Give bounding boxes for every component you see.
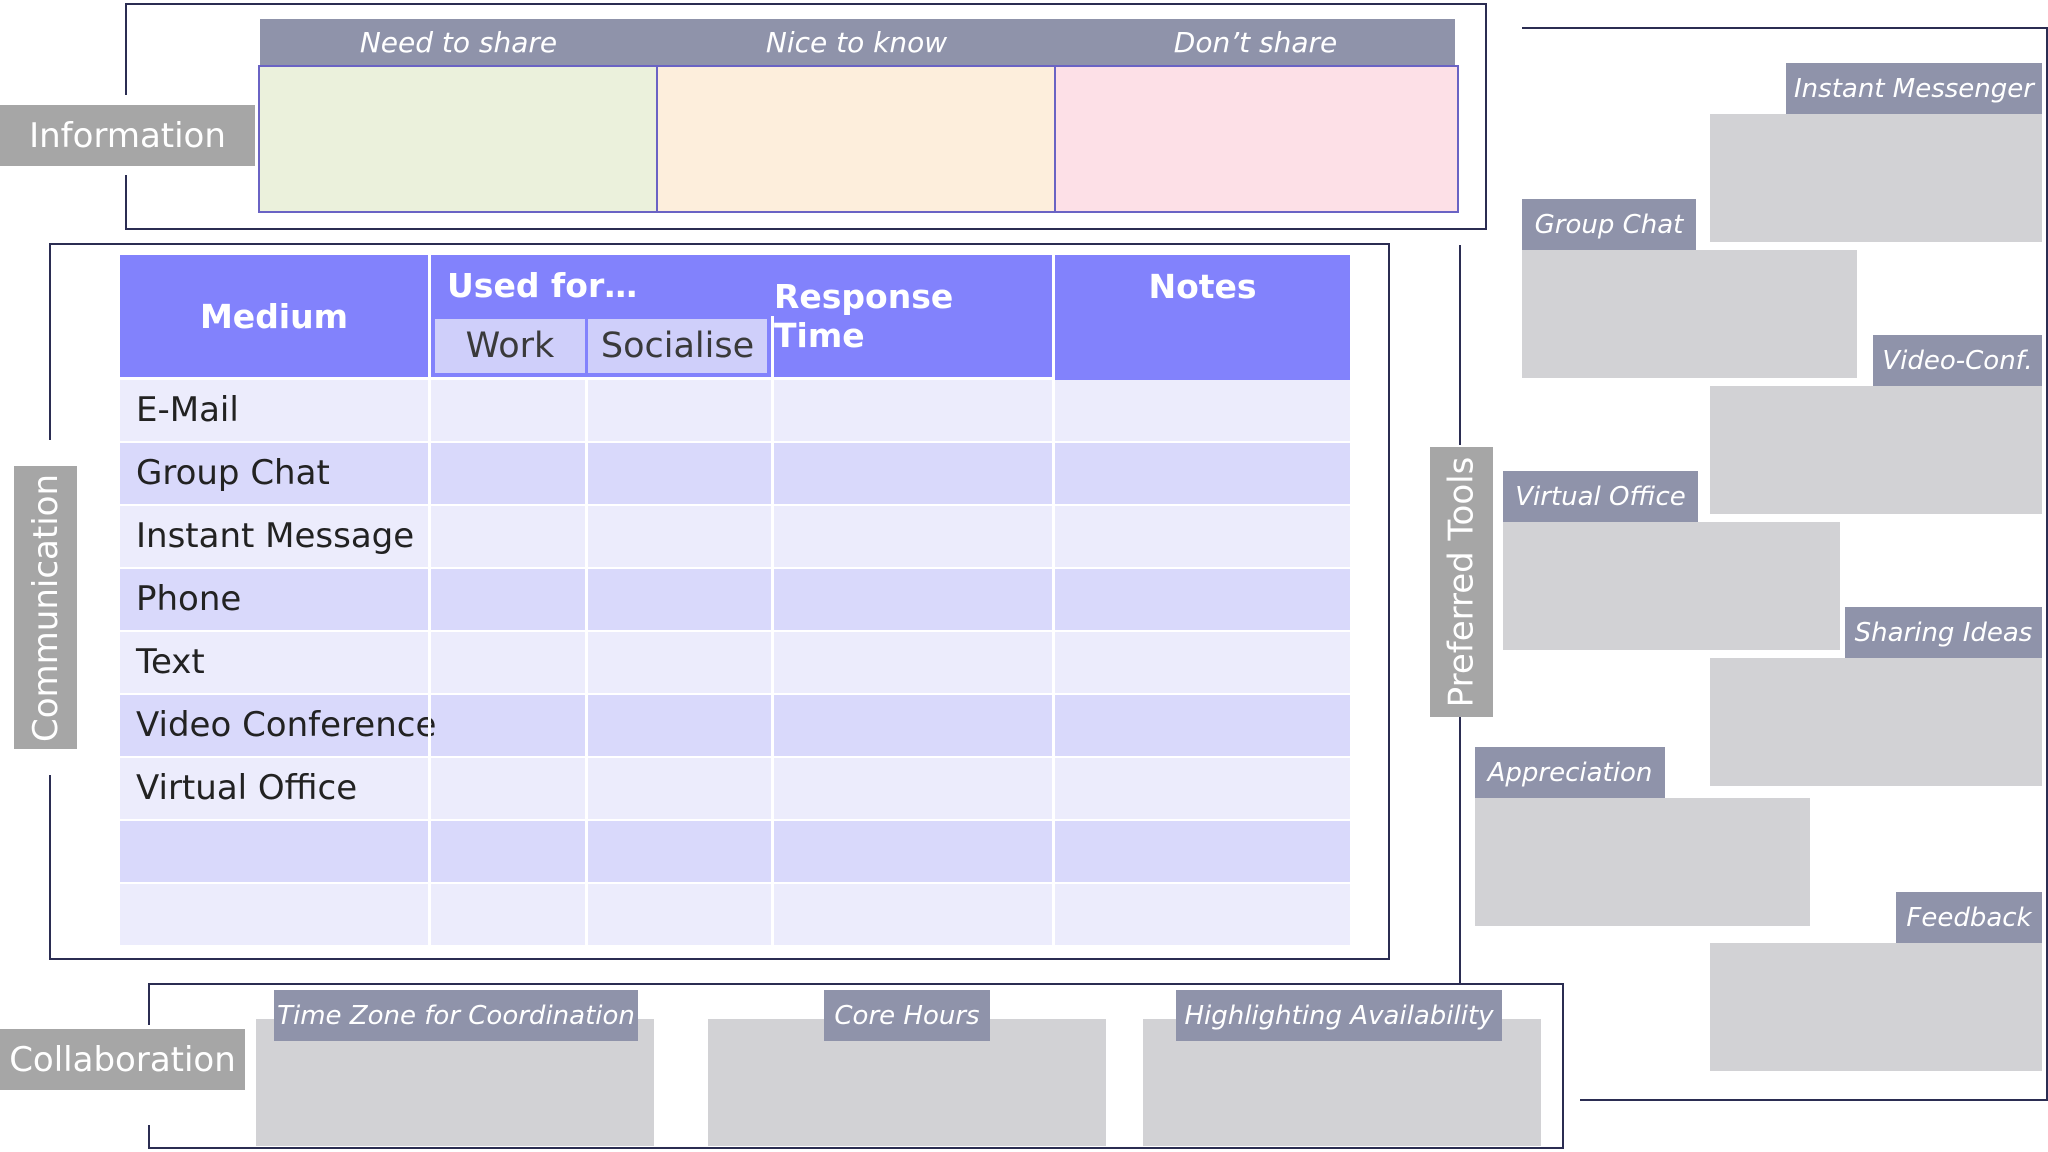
header-notes: Notes <box>1055 255 1350 389</box>
tool-tab-virtual-office: Virtual Office <box>1503 471 1698 522</box>
collab-tab-time-zone: Time Zone for Coordination <box>274 990 638 1041</box>
row-label: E-Mail <box>136 390 239 430</box>
tool-tab-text: Instant Messenger <box>1794 73 2034 104</box>
table-row: Instant Message <box>120 506 1350 567</box>
tools-frame-left-upper <box>1459 245 1461 445</box>
row-label: Virtual Office <box>136 768 358 808</box>
tools-frame-bottom <box>1580 1099 2048 1101</box>
info-cell-dont[interactable] <box>1054 65 1459 213</box>
header-used-for: Used for… <box>431 255 787 316</box>
table-row: Group Chat <box>120 443 1350 504</box>
row-label: Group Chat <box>136 453 330 493</box>
collab-tab-core-hours: Core Hours <box>824 990 990 1041</box>
header-work: Work <box>435 319 585 373</box>
collaboration-label: Collaboration <box>0 1029 245 1090</box>
tool-tab-text: Feedback <box>1906 902 2032 933</box>
table-row: Text <box>120 632 1350 693</box>
table-row: E-Mail <box>120 380 1350 441</box>
info-cell-need[interactable] <box>258 65 662 213</box>
column-divider <box>585 380 588 945</box>
information-label-text: Information <box>29 115 226 156</box>
table-row <box>120 821 1350 882</box>
tool-tab-appreciation: Appreciation <box>1475 747 1665 798</box>
collab-tab-text: Time Zone for Coordination <box>277 1000 635 1031</box>
tool-tab-group-chat: Group Chat <box>1522 199 1696 250</box>
info-header-need: Need to share <box>260 19 659 65</box>
tool-tab-feedback: Feedback <box>1896 892 2042 943</box>
table-row <box>120 884 1350 945</box>
header-medium: Medium <box>120 255 428 377</box>
tools-frame-right <box>2046 27 2048 1101</box>
header-socialise: Socialise <box>588 319 767 373</box>
info-header-nice-text: Nice to know <box>765 25 948 59</box>
tool-box-video-conf[interactable] <box>1710 386 2042 514</box>
header-used-for-text: Used for… <box>447 266 638 305</box>
column-divider <box>771 380 774 945</box>
tool-tab-instant-messenger: Instant Messenger <box>1786 63 2042 114</box>
collab-tab-text: Core Hours <box>834 1000 980 1031</box>
header-socialise-text: Socialise <box>600 326 755 366</box>
tool-tab-text: Virtual Office <box>1515 481 1686 512</box>
tool-tab-sharing-ideas: Sharing Ideas <box>1845 607 2042 658</box>
column-divider <box>1052 380 1055 945</box>
table-row: Video Conference <box>120 695 1350 756</box>
tool-box-instant-messenger[interactable] <box>1710 114 2042 242</box>
communication-label: Communication <box>14 466 77 749</box>
tool-box-group-chat[interactable] <box>1522 250 1857 378</box>
header-work-text: Work <box>465 326 555 366</box>
tools-frame-top <box>1522 27 2048 29</box>
header-notes-text: Notes <box>1148 267 1257 306</box>
communication-label-text: Communication <box>25 473 66 742</box>
tool-box-sharing-ideas[interactable] <box>1710 658 2042 786</box>
tool-box-feedback[interactable] <box>1710 943 2042 1071</box>
tool-tab-text: Group Chat <box>1534 209 1684 240</box>
row-label: Phone <box>136 579 242 619</box>
preferred-tools-label-text: Preferred Tools <box>1441 456 1482 708</box>
collab-tab-text: Highlighting Availability <box>1184 1000 1494 1031</box>
header-response-time-text: Response Time <box>774 277 954 355</box>
info-cell-nice[interactable] <box>656 65 1060 213</box>
column-divider <box>428 380 431 945</box>
header-medium-text: Medium <box>199 296 349 336</box>
collab-tab-availability: Highlighting Availability <box>1176 990 1502 1041</box>
preferred-tools-label: Preferred Tools <box>1430 447 1493 717</box>
tool-tab-text: Sharing Ideas <box>1854 617 2033 648</box>
header-response-time: Response Time <box>774 255 1052 377</box>
row-label: Video Conference <box>136 705 437 745</box>
information-label: Information <box>0 105 255 166</box>
collaboration-label-text: Collaboration <box>9 1039 236 1080</box>
tool-box-appreciation[interactable] <box>1475 798 1810 926</box>
info-header-dont: Don’t share <box>1056 19 1455 65</box>
info-header-dont-text: Don’t share <box>1173 25 1338 59</box>
info-header-need-text: Need to share <box>359 25 558 59</box>
tool-box-virtual-office[interactable] <box>1503 522 1840 650</box>
info-header-nice: Nice to know <box>657 19 1058 65</box>
tool-tab-text: Appreciation <box>1487 757 1653 788</box>
table-row: Phone <box>120 569 1350 630</box>
tool-tab-video-conf: Video-Conf. <box>1873 335 2042 386</box>
row-label: Instant Message <box>136 516 415 556</box>
tools-frame-left-lower <box>1459 715 1461 983</box>
table-row: Virtual Office <box>120 758 1350 819</box>
row-label: Text <box>136 642 205 682</box>
tool-tab-text: Video-Conf. <box>1882 345 2033 376</box>
